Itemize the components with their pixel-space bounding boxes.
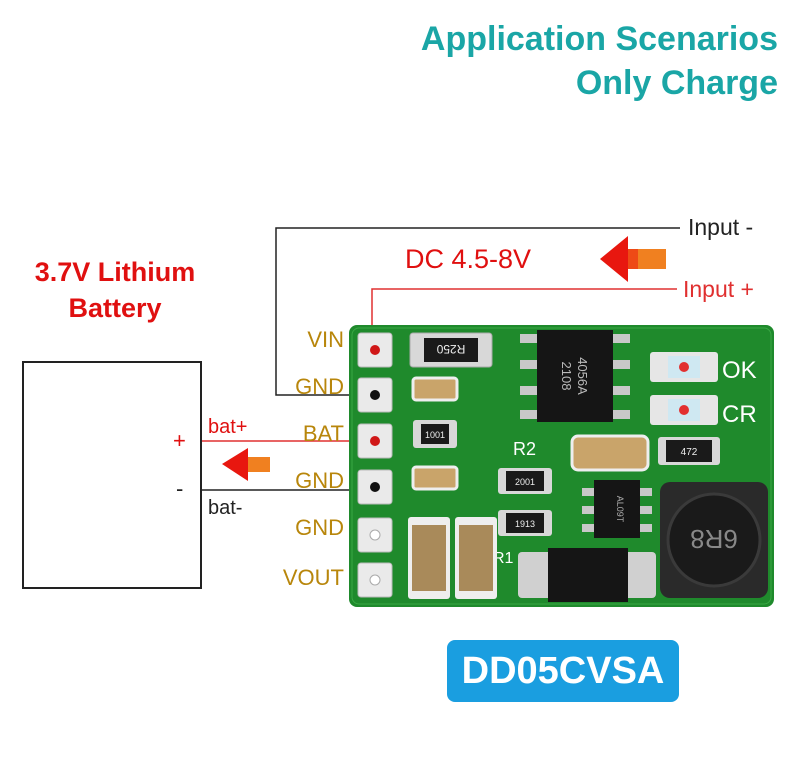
res-1001-text: 1001 <box>425 430 445 440</box>
inductor-marking: 6R8 <box>690 524 738 554</box>
battery-label-line-2: Battery <box>68 293 162 323</box>
ic2-marking: AL09T <box>615 496 625 523</box>
battery-arrow-icon <box>222 448 270 481</box>
dc-range-label: DC 4.5-8V <box>405 244 532 274</box>
res-472-text: 472 <box>681 447 698 458</box>
battery-minus-sign: - <box>176 476 184 501</box>
res-1913-text: 1913 <box>515 519 535 529</box>
r250-text: R250 <box>436 342 465 356</box>
battery-plus-sign: + <box>173 428 186 453</box>
battery-label-line-1: 3.7V Lithium <box>34 257 196 287</box>
title-line-1: Application Scenarios <box>420 20 778 58</box>
pin-label-vin: VIN <box>307 327 344 352</box>
pin-label-gnd-1: GND <box>295 374 344 399</box>
input-plus-label: Input + <box>683 276 754 302</box>
led-ok-text: OK <box>722 357 757 384</box>
bat-minus-label: bat- <box>208 497 243 519</box>
led-cr-text: CR <box>722 401 757 428</box>
r2-label: R2 <box>513 439 536 459</box>
ic-marking-1: 4056A <box>575 357 590 395</box>
model-badge: DD05CVSA <box>447 640 679 702</box>
ic-marking-2: 2108 <box>559 362 574 391</box>
battery-box <box>22 361 202 589</box>
res-2001-text: 2001 <box>515 477 535 487</box>
title-line-2: Only Charge <box>575 64 778 102</box>
input-arrow-icon <box>600 236 666 282</box>
bat-plus-label: bat+ <box>208 416 248 438</box>
r1-label: R1 <box>493 550 514 567</box>
pin-label-gnd-2: GND <box>295 468 344 493</box>
pcb-board: R250 1001 4056A 2108 OK CR R2 2001 1913 <box>349 325 774 607</box>
pin-label-vout: VOUT <box>282 565 344 590</box>
pin-label-bat: BAT <box>302 421 344 446</box>
input-minus-label: Input - <box>688 214 754 240</box>
pin-label-gnd-3: GND <box>295 515 344 540</box>
input-minus-wire <box>275 227 680 396</box>
